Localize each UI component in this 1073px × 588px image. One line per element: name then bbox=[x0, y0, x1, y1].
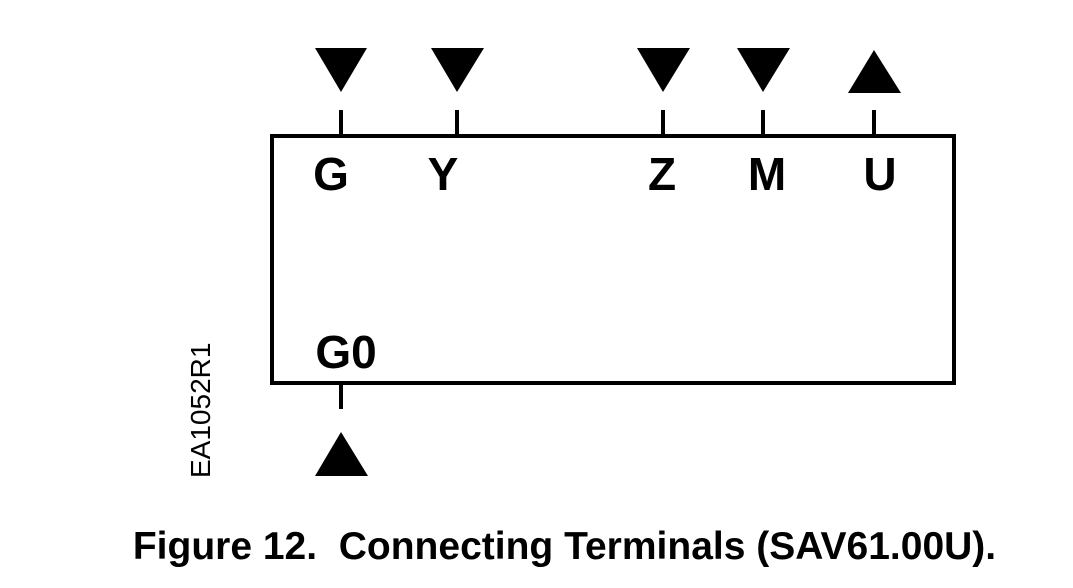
terminal-z: Z bbox=[637, 48, 690, 200]
arrow-up-icon bbox=[315, 432, 368, 476]
terminal-label-z: Z bbox=[648, 148, 676, 200]
terminal-label-g: G bbox=[313, 148, 349, 200]
terminal-label-g0: G0 bbox=[315, 326, 376, 378]
figure-caption: Figure 12. Connecting Terminals (SAV61.0… bbox=[132, 525, 997, 568]
arrow-down-icon bbox=[637, 48, 690, 92]
terminal-g0: G0 bbox=[315, 326, 377, 476]
arrow-up-icon bbox=[848, 50, 901, 93]
arrow-down-icon bbox=[315, 48, 367, 92]
terminal-y: Y bbox=[428, 48, 484, 200]
terminal-label-u: U bbox=[863, 148, 896, 200]
terminal-m: M bbox=[737, 48, 790, 200]
terminal-label-m: M bbox=[748, 148, 786, 200]
arrow-down-icon bbox=[737, 48, 790, 92]
terminal-label-y: Y bbox=[428, 148, 459, 200]
arrow-down-icon bbox=[431, 48, 484, 92]
drawing-id: EA1052R1 bbox=[185, 343, 216, 478]
terminal-u: U bbox=[848, 50, 901, 200]
terminal-g: G bbox=[313, 48, 367, 200]
terminal-block bbox=[270, 134, 956, 385]
